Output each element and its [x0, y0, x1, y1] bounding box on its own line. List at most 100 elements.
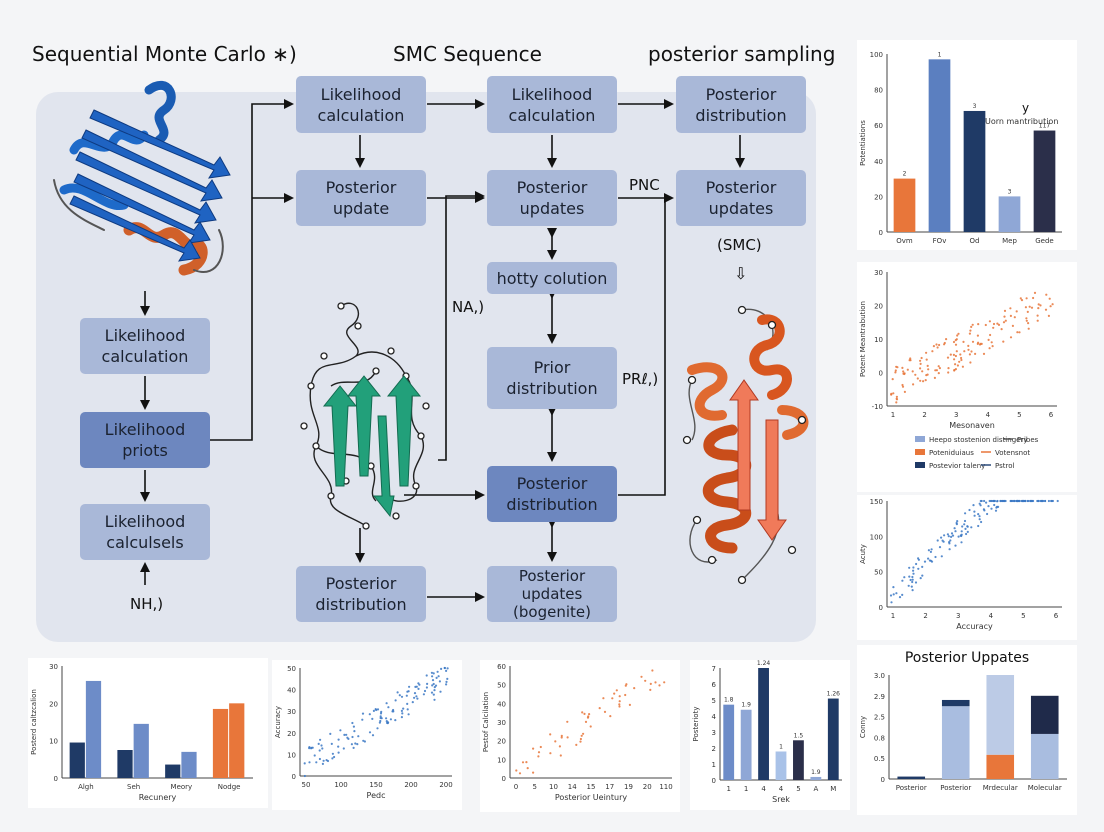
scatter-point [992, 326, 995, 329]
scatter-point [537, 755, 540, 758]
scatter-point [960, 541, 963, 544]
scatter-point [970, 526, 973, 529]
scatter-point [968, 332, 971, 335]
bar [758, 668, 769, 780]
y-tick-label: 20 [49, 700, 58, 708]
scatter-point [582, 732, 585, 735]
scatter-point [964, 512, 967, 515]
scatter-point [320, 744, 323, 747]
scatter-point [525, 761, 528, 764]
bar [893, 178, 916, 232]
scatter-point [432, 693, 435, 696]
scatter-point [948, 548, 951, 551]
scatter-point [995, 505, 999, 508]
scatter-point [1024, 306, 1027, 309]
scatter-point [329, 732, 332, 735]
y-axis-title: Conny [859, 716, 867, 738]
scatter-point [376, 708, 380, 711]
bar [1033, 130, 1056, 232]
scatter-point [317, 742, 320, 745]
scatter-point [581, 711, 584, 714]
scatter-point [587, 715, 590, 718]
x-tick-label: 4 [989, 612, 994, 620]
scatter-point [532, 771, 535, 774]
scatter-point [615, 689, 618, 692]
scatter-point [980, 520, 983, 524]
scatter-point [603, 710, 607, 713]
scatter-point [892, 593, 895, 596]
scatter-point [909, 357, 912, 360]
scatter-point [431, 684, 434, 687]
x-tick-label: 6 [1054, 612, 1059, 620]
x-tick-label: Meory [171, 783, 193, 791]
y-tick-label: 0 [879, 604, 883, 612]
scatter-point [955, 523, 958, 526]
scatter-point [308, 746, 311, 749]
scatter-point [967, 344, 970, 347]
y-tick-label: 20 [497, 738, 506, 746]
scatter-point [978, 343, 982, 346]
scatter-point [1002, 340, 1005, 343]
scatter-point [890, 601, 893, 604]
down-arrow-icon: ⇩ [734, 264, 748, 283]
bar-value-label: 1 [779, 743, 783, 750]
x-tick-label: 17 [605, 783, 614, 791]
scatter-point [996, 322, 999, 325]
scatter-point [964, 527, 967, 530]
scatter-point [923, 560, 927, 563]
scatter-point [330, 742, 333, 745]
scatter-point [432, 682, 435, 686]
scatter-point [967, 348, 970, 351]
scatter-point [976, 334, 979, 337]
scatter-point [434, 684, 438, 687]
scatter-point [1026, 499, 1029, 503]
scatter-point [912, 569, 915, 572]
scatter-point [927, 557, 930, 560]
scatter-point [936, 346, 939, 349]
y-axis-title: Pestof Calcilation [482, 692, 490, 752]
scatter-point [439, 690, 442, 693]
scatter-point [352, 725, 355, 728]
scatter-point [957, 332, 960, 335]
scatter-point [361, 712, 365, 715]
legend-label: Poteniduiaus [929, 449, 974, 457]
scatter-point [575, 743, 578, 746]
scatter-point [1044, 499, 1047, 503]
bar [85, 680, 102, 778]
scatter-point [921, 565, 924, 568]
scatter-point [989, 333, 992, 337]
scatter-point [380, 710, 383, 713]
c1-posterior-update-box: Posterior update [296, 170, 426, 226]
scatter-point [583, 712, 586, 715]
y-tick-label: 0 [879, 370, 883, 378]
x-tick-label: 6 [1049, 411, 1054, 419]
bar [117, 750, 133, 778]
scatter-point [1036, 314, 1039, 317]
scatter-point [1048, 297, 1051, 300]
scatter-point [386, 722, 389, 725]
bar-value-label: 1.9 [741, 702, 751, 709]
header-right: posterior sampling [648, 42, 836, 66]
scatter-point [435, 676, 438, 679]
x-tick-label: 5 [533, 783, 537, 791]
scatter-point [990, 341, 993, 344]
scatter-point [430, 671, 433, 674]
scatter-point [554, 740, 557, 743]
scatter-point [624, 693, 627, 697]
scatter-point [518, 772, 522, 775]
scatter-point [984, 323, 987, 327]
scatter-point [408, 685, 411, 688]
scatter-point [953, 368, 956, 372]
x-tick-label: 10 [549, 783, 558, 791]
stacked-bar-segment [1030, 733, 1059, 779]
x-axis-title: Pedc [367, 791, 386, 800]
scatter-point [979, 504, 982, 507]
scatter-point [963, 350, 966, 353]
scatter-point [920, 356, 923, 360]
scatter-point [1017, 499, 1020, 503]
scatter-point [331, 757, 334, 760]
scatter-point [385, 717, 388, 720]
x-tick-label: Gede [1035, 237, 1053, 245]
scatter-point [351, 721, 354, 725]
